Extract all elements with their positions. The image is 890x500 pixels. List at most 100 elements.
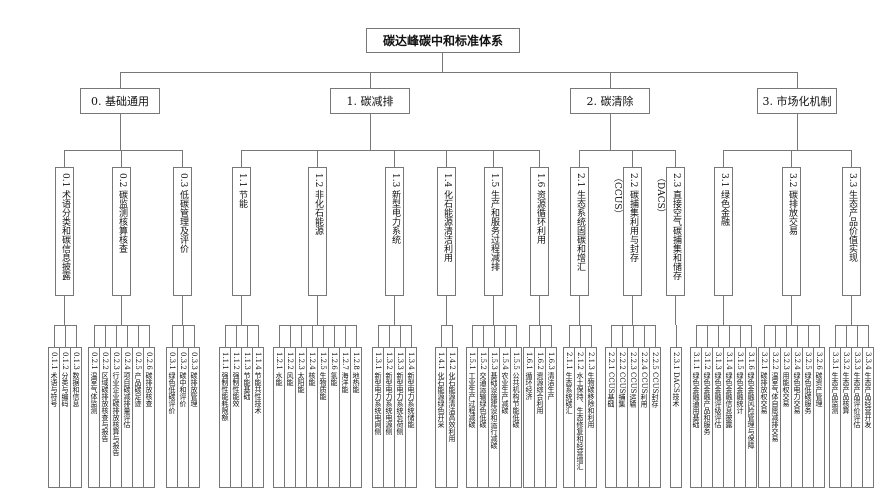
subcategory-node: 1.2 非化石能源 bbox=[308, 167, 327, 296]
standard-leaf-node: 2.2.5 CCUS封存 bbox=[649, 347, 661, 488]
connector-line bbox=[355, 325, 357, 347]
connector-line bbox=[695, 325, 697, 347]
connector-line bbox=[104, 325, 106, 347]
connector-line bbox=[394, 296, 395, 325]
subcategory-node: 1.5 生产和服务过程减排 bbox=[484, 167, 503, 296]
standard-leaf-node: 3.2.1 碳排放权交易 bbox=[758, 347, 770, 488]
connector-line bbox=[137, 325, 139, 347]
subcategory-node: 1.3 新型电力系统 bbox=[385, 167, 404, 296]
connector-line bbox=[579, 150, 580, 167]
connector-line bbox=[399, 325, 401, 347]
root-node: 碳达峰碳中和标准体系 bbox=[366, 28, 520, 53]
connector-line bbox=[675, 150, 676, 167]
connector-line bbox=[121, 150, 122, 167]
connector-line bbox=[723, 150, 724, 167]
connector-line bbox=[539, 150, 540, 167]
connector-line bbox=[504, 325, 506, 347]
connector-line bbox=[797, 72, 798, 88]
connector-line bbox=[791, 296, 792, 325]
connector-line bbox=[632, 150, 633, 167]
connector-line bbox=[550, 325, 552, 347]
connector-line bbox=[632, 325, 634, 347]
connector-line bbox=[515, 325, 517, 347]
subcategory-node: 1.4 化石能源清洁利用 bbox=[437, 167, 456, 296]
connector-line bbox=[64, 150, 65, 167]
connector-line bbox=[568, 325, 570, 347]
standard-leaf-node: 1.6.3 清洁生产 bbox=[545, 347, 557, 488]
connector-line bbox=[610, 114, 611, 150]
connector-line bbox=[322, 325, 324, 347]
connector-line bbox=[246, 325, 248, 347]
connector-line bbox=[442, 53, 443, 72]
connector-line bbox=[235, 325, 237, 347]
connector-line bbox=[377, 325, 412, 326]
connector-line bbox=[446, 150, 447, 167]
connector-line bbox=[440, 325, 442, 347]
connector-line bbox=[706, 325, 708, 347]
standard-leaf-node: 1.4.2 化石能源清洁高效利用 bbox=[446, 347, 458, 488]
subcategory-node: 2.2 碳捕集利用与封存（CCUS） bbox=[612, 167, 642, 296]
category-node: 2. 碳清除 bbox=[570, 88, 650, 114]
connector-line bbox=[64, 150, 183, 151]
connector-line bbox=[75, 325, 77, 347]
connector-line bbox=[763, 325, 820, 326]
connector-line bbox=[695, 325, 752, 326]
connector-line bbox=[257, 325, 259, 347]
connector-line bbox=[446, 296, 447, 325]
connector-line bbox=[632, 296, 633, 325]
connector-line bbox=[370, 72, 371, 88]
standard-leaf-node: 1.2.8 地热能 bbox=[350, 347, 362, 488]
connector-line bbox=[126, 325, 128, 347]
connector-line bbox=[763, 325, 765, 347]
category-node: 0. 基础通用 bbox=[80, 88, 160, 114]
connector-line bbox=[278, 325, 280, 347]
connector-line bbox=[241, 296, 242, 325]
connector-line bbox=[493, 296, 494, 325]
connector-line bbox=[93, 325, 150, 326]
standard-leaf-node: 1.3.4 新型电力系统储能 bbox=[405, 347, 417, 488]
connector-line bbox=[482, 325, 484, 347]
connector-line bbox=[370, 114, 371, 150]
standard-leaf-node: 0.2.6 碳排放核查 bbox=[143, 347, 155, 488]
connector-line bbox=[675, 296, 676, 325]
connector-line bbox=[791, 150, 792, 167]
subcategory-node: 3.1 绿色金融 bbox=[714, 167, 733, 296]
subcategory-node: 0.3 低碳管理及评价 bbox=[173, 167, 192, 296]
connector-line bbox=[579, 150, 676, 151]
connector-line bbox=[834, 325, 869, 326]
connector-line bbox=[493, 325, 495, 347]
connector-line bbox=[394, 150, 395, 167]
connector-line bbox=[300, 325, 302, 347]
connector-line bbox=[750, 325, 752, 347]
connector-line bbox=[796, 325, 798, 347]
connector-line bbox=[654, 325, 656, 347]
standard-leaf-node: 3.1.6 绿色金融风险管理与保障 bbox=[745, 347, 757, 488]
connector-line bbox=[723, 150, 852, 151]
connector-line bbox=[851, 150, 852, 167]
connector-line bbox=[224, 325, 226, 347]
connector-line bbox=[845, 325, 847, 347]
connector-line bbox=[377, 325, 379, 347]
connector-line bbox=[451, 325, 453, 347]
connector-line bbox=[333, 325, 335, 347]
standard-leaf-node: 3.3.4 生态产品经营开发 bbox=[862, 347, 874, 488]
standard-leaf-node: 1.5.5 公共机构节能低碳 bbox=[510, 347, 522, 488]
connector-line bbox=[53, 325, 55, 347]
connector-line bbox=[93, 325, 95, 347]
connector-line bbox=[120, 72, 121, 88]
connector-line bbox=[818, 325, 820, 347]
connector-line bbox=[182, 150, 183, 167]
connector-line bbox=[851, 296, 852, 325]
connector-line bbox=[867, 325, 869, 347]
connector-line bbox=[193, 325, 195, 347]
subcategory-node: 3.3 生态产品价值实现 bbox=[842, 167, 861, 296]
subcategory-node: 3.2 碳排放交易 bbox=[782, 167, 801, 296]
connector-line bbox=[785, 325, 787, 347]
connector-line bbox=[224, 325, 259, 326]
connector-line bbox=[610, 72, 611, 88]
connector-line bbox=[278, 325, 357, 326]
connector-line bbox=[579, 296, 580, 325]
subcategory-node: 1.6 资源循环利用 bbox=[530, 167, 549, 296]
connector-line bbox=[289, 325, 291, 347]
connector-line bbox=[728, 325, 730, 347]
